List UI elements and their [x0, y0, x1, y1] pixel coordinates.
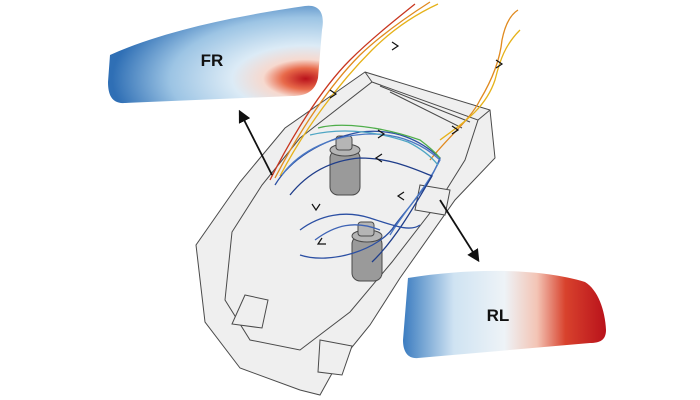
wheel-well-rear-left	[317, 339, 353, 376]
callout-arrows	[238, 109, 480, 263]
front-right-window-shape	[108, 5, 323, 104]
streamline	[309, 130, 439, 166]
flow-arrow	[329, 89, 338, 99]
windshield-lines	[364, 71, 491, 129]
wheel-well-front-left	[231, 294, 269, 329]
fr-callout-arrow	[238, 109, 273, 176]
flow-arrow	[396, 191, 405, 201]
front-right-label: FR	[201, 51, 224, 70]
wheel-well-right	[414, 184, 451, 216]
streamline	[299, 213, 421, 231]
rear-seat	[351, 221, 383, 282]
streamline	[269, 3, 416, 181]
flow-arrow	[495, 59, 504, 69]
streamline	[289, 157, 433, 263]
rear-left-label: RL	[487, 306, 510, 325]
flow-arrow	[451, 125, 460, 135]
front-seat	[329, 135, 361, 196]
streamline	[439, 29, 521, 141]
flow-arrow	[374, 153, 383, 163]
streamline	[317, 124, 441, 159]
vehicle-roof-line	[224, 81, 479, 351]
flow-direction-arrows	[311, 41, 504, 245]
rear-left-window-map: RL	[403, 270, 606, 359]
flow-arrow	[311, 203, 321, 212]
streamline	[314, 224, 381, 241]
flow-arrow	[316, 237, 326, 245]
streamline	[279, 3, 439, 177]
streamline	[281, 133, 441, 236]
flow-arrow	[377, 129, 386, 139]
front-right-window-map: FR	[108, 5, 323, 104]
rear-left-window-shape	[403, 270, 606, 359]
streamline	[274, 1, 431, 179]
vehicle-cabin-model	[195, 71, 496, 396]
vehicle-body	[195, 71, 496, 396]
flow-arrow	[391, 41, 400, 51]
rl-callout-arrow	[439, 199, 480, 263]
occupant-seats	[329, 135, 383, 282]
